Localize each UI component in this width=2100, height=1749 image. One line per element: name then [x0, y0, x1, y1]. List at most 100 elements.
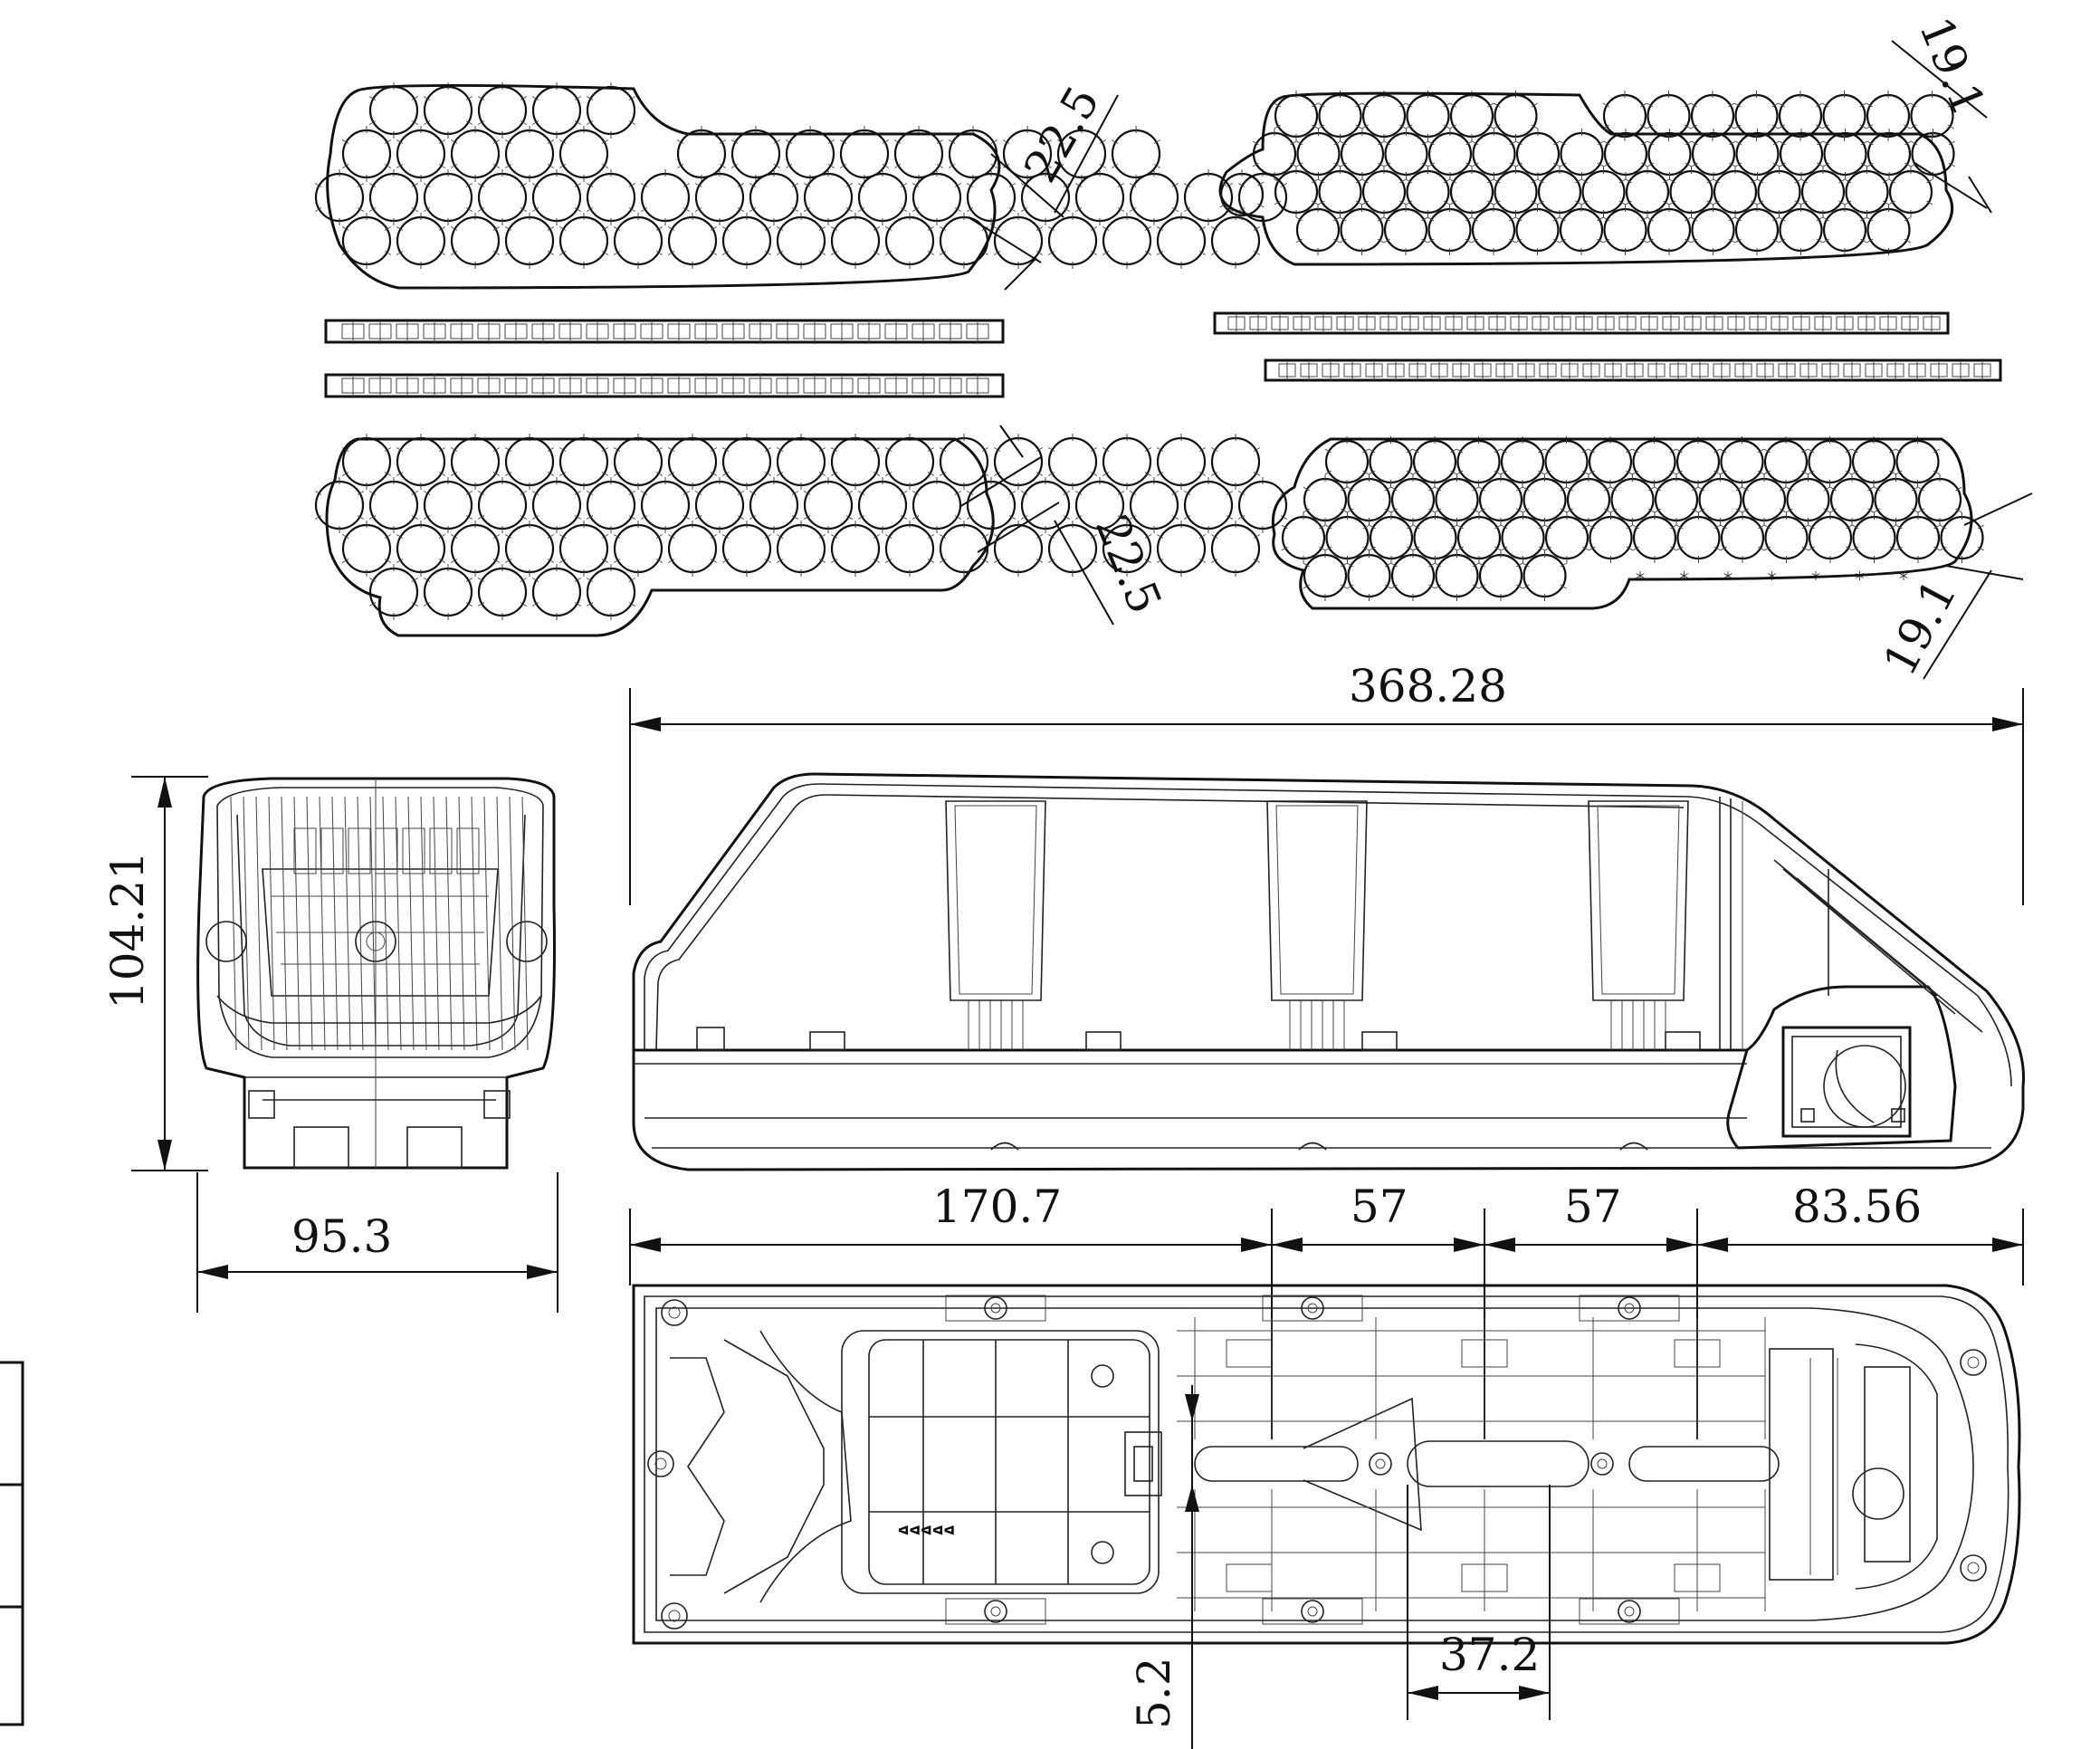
spacer-strip-right-2 — [1264, 358, 2002, 382]
side-view — [632, 772, 2025, 1171]
battery-cell — [368, 480, 419, 530]
battery-cell — [1808, 515, 1853, 560]
battery-cell — [1478, 553, 1523, 598]
battery-cell — [1676, 515, 1721, 560]
battery-cell — [341, 436, 392, 487]
battery-cell — [912, 172, 962, 223]
battery-cell — [1406, 93, 1450, 139]
battery-cell — [1560, 131, 1604, 177]
battery-cell — [1369, 439, 1413, 484]
battery-cell — [477, 480, 528, 530]
battery-cell — [1183, 480, 1234, 530]
battery-cell — [1742, 477, 1787, 522]
battery-cell — [1478, 477, 1523, 522]
battery-cell — [1252, 131, 1297, 177]
battery-cell — [423, 567, 473, 617]
battery-cell — [939, 523, 989, 574]
dim-text-95-3: 95.3 — [291, 1210, 392, 1263]
dim-text-170-7: 170.7 — [932, 1180, 1062, 1233]
battery-cell — [694, 172, 745, 223]
dimension-22-5-bottom: 22.5 — [959, 425, 1171, 626]
battery-cell — [314, 172, 365, 223]
battery-cell — [839, 129, 890, 179]
battery-cell — [1406, 169, 1450, 215]
battery-cell — [1318, 169, 1362, 215]
battery-cell — [531, 567, 582, 617]
battery-cell — [1691, 207, 1735, 253]
battery-cell — [504, 523, 555, 574]
battery-cell — [1800, 169, 1846, 215]
battery-cell — [586, 567, 636, 617]
battery-cell — [1632, 439, 1676, 484]
battery-cell — [531, 85, 582, 136]
battery-cell — [1210, 436, 1261, 487]
battery-cell — [1347, 477, 1391, 522]
battery-cell — [1581, 169, 1626, 215]
battery-cell — [1822, 93, 1866, 139]
holder-outline-top-right — [1218, 91, 1954, 266]
battery-cell — [1734, 93, 1779, 139]
battery-cell — [1537, 169, 1582, 215]
battery-cell — [1720, 439, 1764, 484]
battery-cell — [1471, 207, 1516, 253]
battery-cell — [1852, 515, 1896, 560]
battery-cell — [1494, 169, 1538, 215]
battery-cell — [396, 129, 446, 179]
battery-cell — [785, 129, 835, 179]
battery-cell — [721, 215, 772, 266]
battery-cell — [1361, 169, 1407, 215]
battery-cell — [1602, 93, 1647, 139]
battery-cell — [776, 215, 826, 266]
battery-cell — [423, 172, 473, 223]
battery-cell — [1866, 93, 1911, 139]
battery-cell — [1625, 169, 1670, 215]
battery-cell — [1501, 515, 1545, 560]
dim-text-19-1-bottom: 19.1 — [1873, 570, 1966, 684]
battery-cell — [1427, 131, 1473, 177]
battery-cell — [1610, 477, 1655, 522]
battery-cell — [857, 480, 908, 530]
battery-cell — [1047, 436, 1098, 487]
battery-cell — [776, 523, 826, 574]
battery-cell — [803, 480, 854, 530]
battery-cell — [341, 129, 392, 179]
battery-cell — [1895, 439, 1940, 484]
battery-cell — [640, 172, 691, 223]
battery-cell — [830, 436, 881, 487]
battery-cell — [1347, 553, 1391, 598]
battery-cell — [1210, 523, 1261, 574]
battery-cell — [1047, 215, 1098, 266]
dimension-segments: 170.7 57 57 83.56 — [629, 1180, 2024, 1439]
battery-cell — [912, 480, 962, 530]
dimension-5-2: 5.2 — [1128, 1385, 1199, 1749]
battery-cell — [948, 129, 998, 179]
battery-cell — [1515, 131, 1561, 177]
battery-cell — [531, 480, 582, 530]
battery-cell — [1691, 131, 1736, 177]
dim-text-5-2: 5.2 — [1128, 1657, 1180, 1729]
battery-cell — [558, 436, 609, 487]
battery-cell — [830, 523, 881, 574]
battery-cell — [1734, 207, 1780, 253]
battery-cell — [1669, 169, 1713, 215]
battery-cell — [1632, 515, 1677, 560]
battery-cell — [1369, 515, 1414, 560]
dim-text-368-28: 368.28 — [1349, 660, 1507, 712]
battery-cell — [966, 172, 1017, 223]
battery-cell — [1325, 515, 1370, 560]
battery-cell — [1690, 93, 1735, 139]
spacer-strip-right-1 — [1213, 311, 1950, 335]
battery-cell — [558, 215, 609, 266]
battery-cell — [1566, 477, 1611, 522]
dim-text-19-1-top: 19.1 — [1909, 10, 1995, 123]
battery-cell — [1917, 477, 1962, 522]
battery-cell — [450, 436, 501, 487]
battery-cell — [504, 129, 555, 179]
battery-cell — [1500, 439, 1545, 484]
battery-cell — [1237, 480, 1288, 530]
battery-cell — [1654, 477, 1699, 522]
spacer-strip-left-1 — [324, 319, 1005, 344]
cell-holder-top-left — [314, 82, 1288, 269]
battery-cell — [1435, 553, 1479, 598]
battery-cell — [1588, 439, 1633, 484]
